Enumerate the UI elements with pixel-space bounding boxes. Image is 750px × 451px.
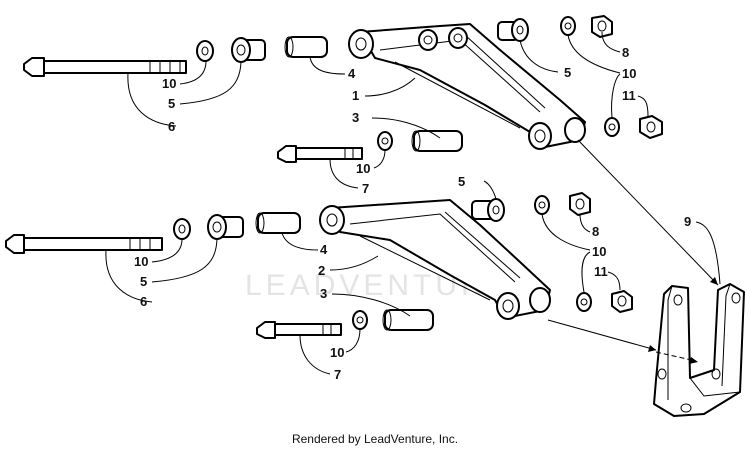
callout-11-upper: 11 [622,88,636,103]
callout-9: 9 [684,214,691,229]
callout-11-lower: 11 [594,264,608,279]
upper-lower-washer-right [604,117,620,137]
callout-6-lower: 6 [140,294,147,309]
callout-5-upper-right: 5 [564,65,571,80]
callout-3-upper: 3 [352,110,359,125]
lower-right-nut [569,192,591,216]
upper-long-bolt [23,57,187,77]
spindle-bracket [653,283,745,417]
lower-left-bushing [207,214,244,240]
lower-long-bolt [5,234,163,254]
upper-lower-spacer [411,130,463,152]
callout-3-lower: 3 [320,286,327,301]
upper-a-arm-assembly [23,15,663,163]
upper-left-bushing [231,37,266,63]
callout-5-lower-right: 5 [458,174,465,189]
lower-short-bolt [256,321,342,339]
upper-right-nut [591,15,613,38]
callout-7-lower: 7 [334,367,341,382]
callout-10-lower-right: 10 [592,244,606,259]
callout-10-upper-left: 10 [162,76,176,91]
upper-a-arm [348,23,586,150]
callouts-lower: 5 8 9 10 11 4 2 3 10 5 6 10 7 [134,174,691,382]
leader-lines [105,31,721,375]
callout-10-lower-bolt: 10 [330,345,344,360]
lower-a-arm [319,199,551,320]
lower-lower-nut [611,290,633,313]
lower-right-washer [534,195,550,215]
callout-2: 2 [318,263,325,278]
callout-1: 1 [352,88,359,103]
callouts-upper: 8 5 10 11 4 1 3 10 5 6 10 7 [162,45,636,196]
callout-5-lower-left: 5 [140,274,147,289]
lower-left-washer [173,218,191,240]
upper-left-spacer [284,36,328,58]
callout-8-lower: 8 [592,224,599,239]
callout-5-upper-left: 5 [168,96,175,111]
lower-right-bushing [471,198,505,222]
upper-lower-nut [639,115,663,139]
footer-credit: Rendered by LeadVenture, Inc. [291,432,459,446]
upper-left-washer [196,40,214,62]
upper-right-washer [560,16,576,36]
upper-lower-washer-left [377,131,393,151]
lower-a-arm-assembly [5,192,633,339]
callout-4-lower: 4 [320,242,328,257]
callout-10-upper-right: 10 [622,66,636,81]
callout-7-upper: 7 [362,181,369,196]
lower-lower-spacer [382,309,434,331]
callout-10-lower-left: 10 [134,254,148,269]
lower-lower-washer-right [576,292,592,312]
callout-10-upper-bolt: 10 [356,161,370,176]
upper-right-bushing [497,18,529,42]
assembly-arrows [547,139,719,364]
callout-6-upper: 6 [168,119,175,134]
upper-short-bolt [277,145,363,163]
callout-8-upper: 8 [622,45,629,60]
lower-left-spacer [255,212,301,234]
lower-lower-washer-left [352,310,368,330]
callout-4-upper: 4 [348,66,356,81]
